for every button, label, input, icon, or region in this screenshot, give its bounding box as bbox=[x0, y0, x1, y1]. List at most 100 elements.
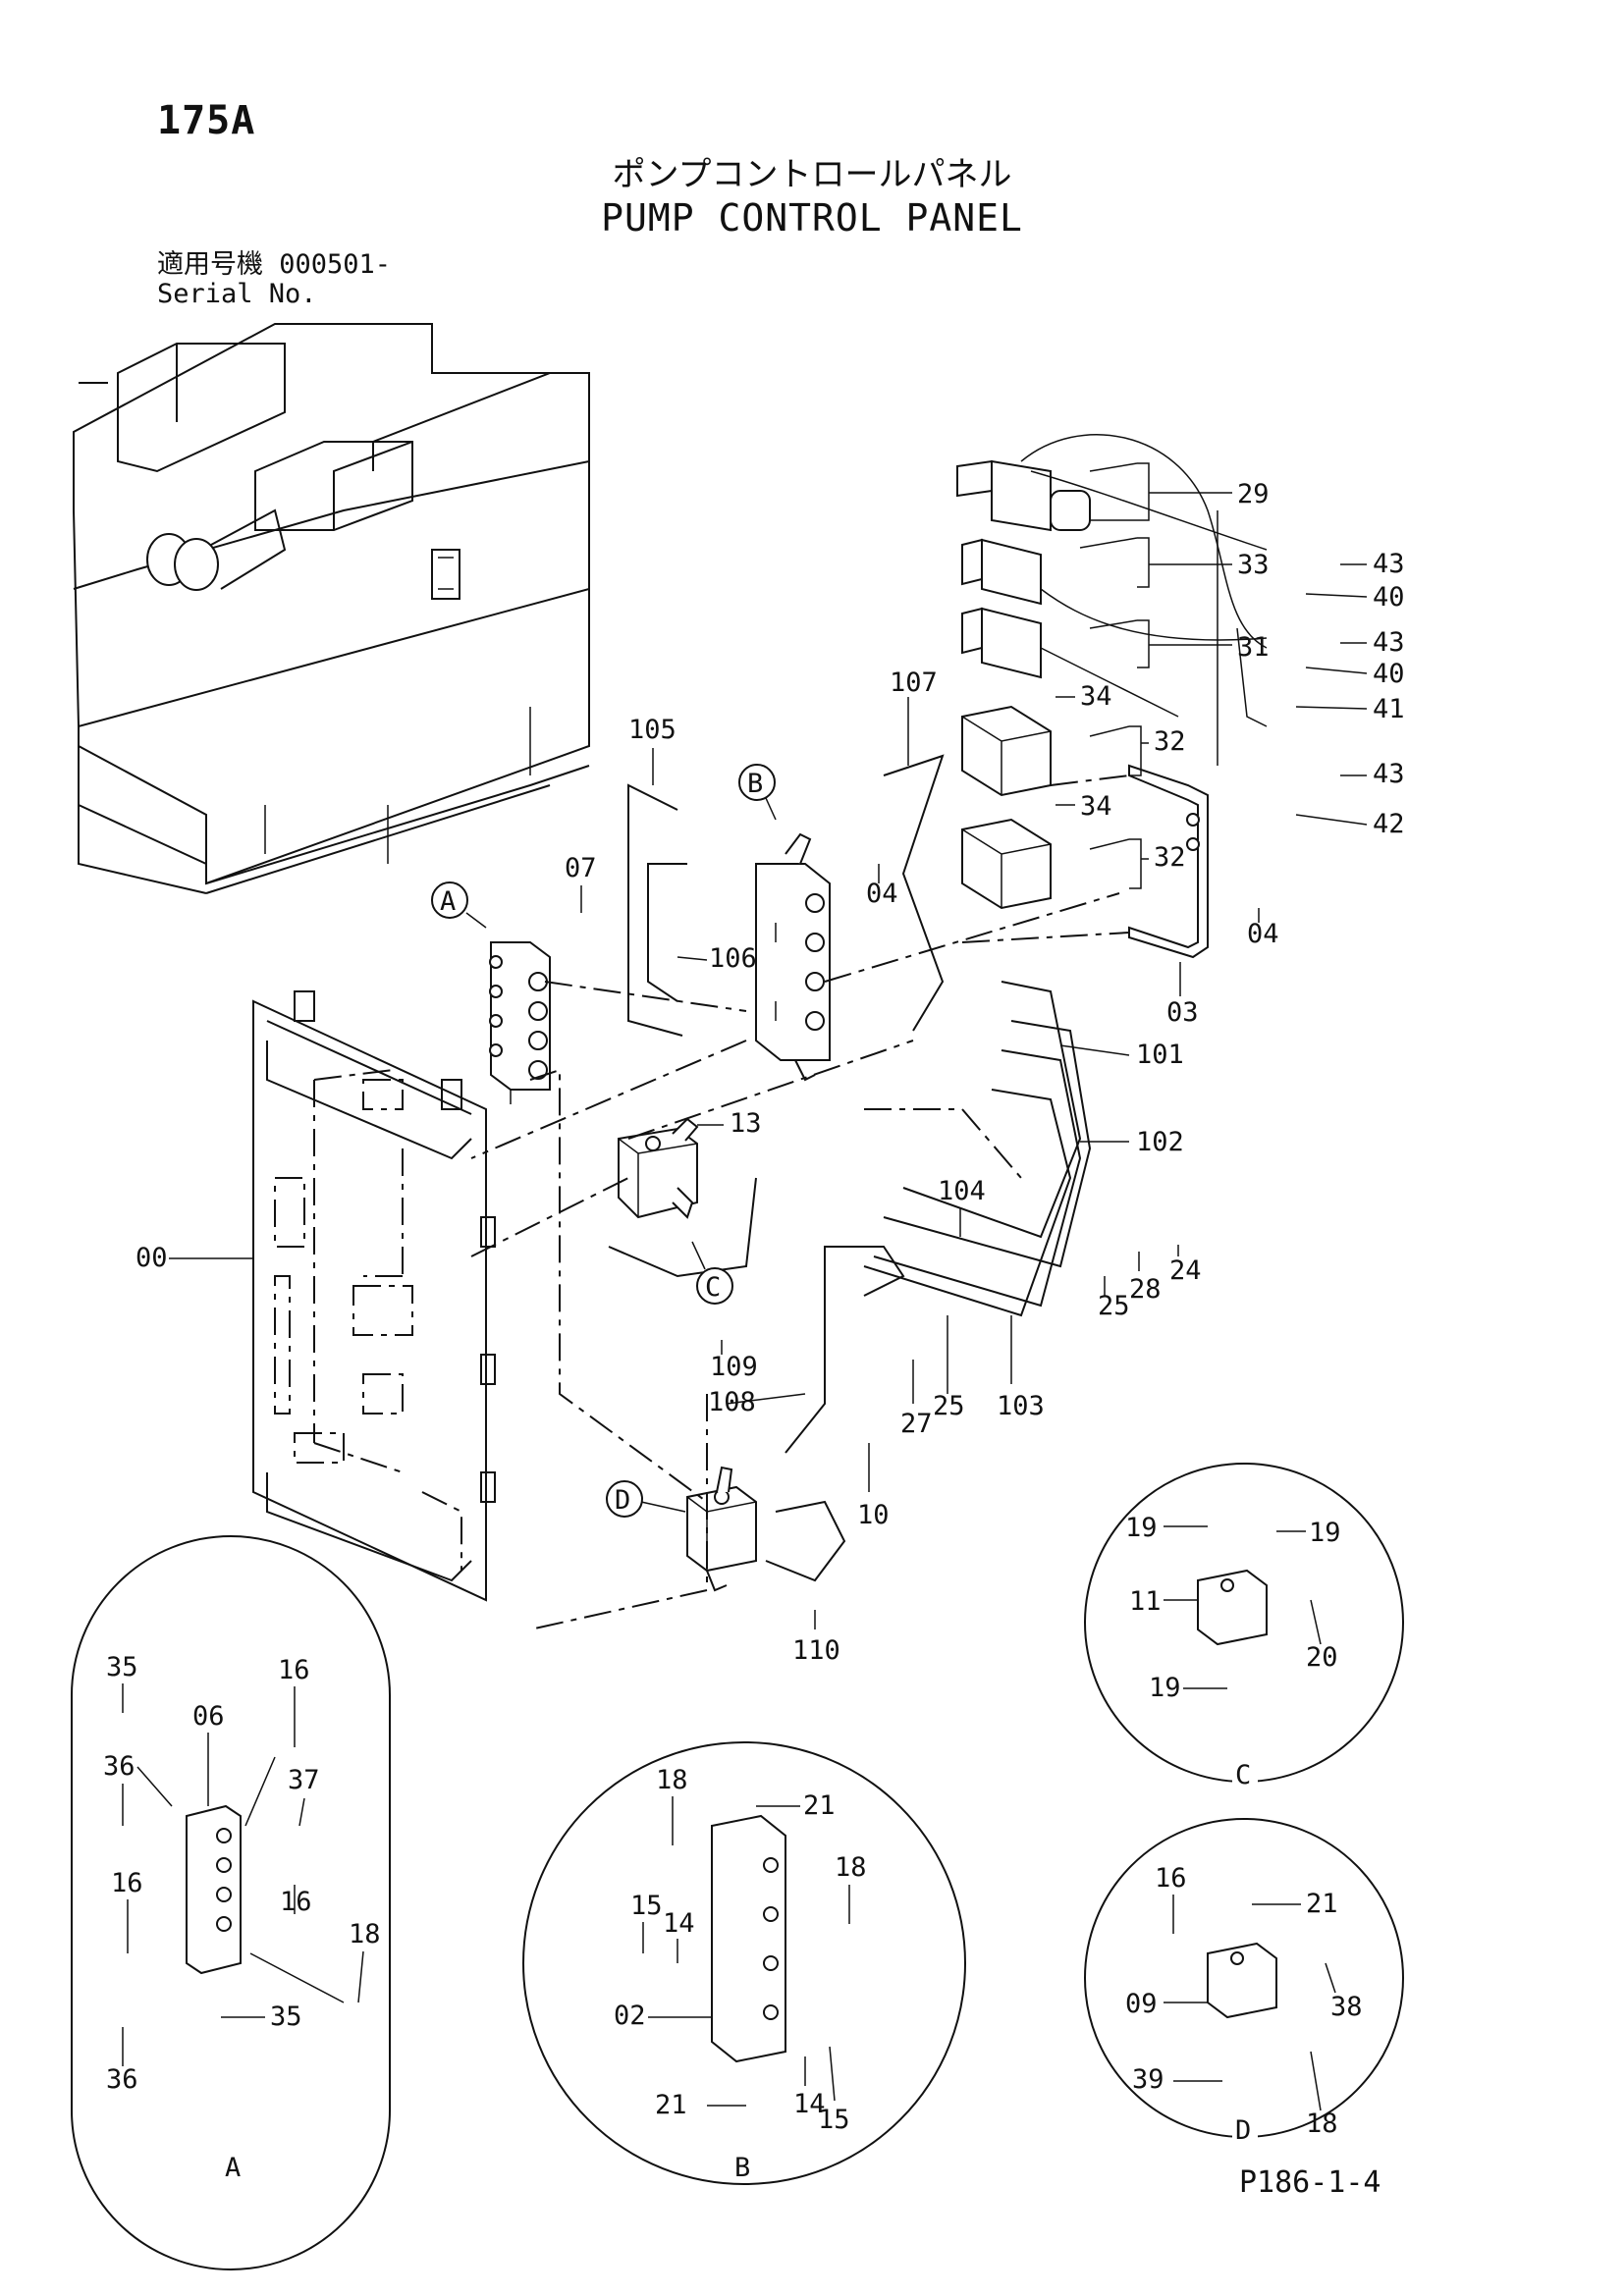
callout-04b: 04 bbox=[1247, 919, 1279, 949]
page-number: 175A bbox=[157, 98, 256, 143]
bracket-03 bbox=[1128, 764, 1209, 959]
callout-106: 106 bbox=[709, 943, 757, 974]
detail-c-view: C 19 19 11 20 19 bbox=[1084, 1463, 1404, 1790]
detail-c-letter: C bbox=[1235, 1760, 1251, 1790]
detail-d-view: D 16 21 38 09 39 18 bbox=[1084, 1818, 1404, 2146]
detail-b-02: 02 bbox=[614, 2001, 646, 2031]
detail-a-letter: A bbox=[225, 2153, 241, 2183]
detail-a-37: 37 bbox=[288, 1765, 320, 1795]
callout-27: 27 bbox=[900, 1409, 933, 1439]
callout-34b: 34 bbox=[1080, 791, 1112, 822]
detail-b-15a: 15 bbox=[630, 1891, 663, 1921]
callout-40b: 40 bbox=[1373, 659, 1405, 689]
detail-d-18: 18 bbox=[1306, 2109, 1338, 2139]
detail-a-16a: 16 bbox=[278, 1655, 310, 1685]
marker-b: B bbox=[747, 769, 763, 799]
callout-42: 42 bbox=[1373, 809, 1405, 839]
callout-00: 00 bbox=[135, 1243, 168, 1273]
alignment-lines bbox=[470, 774, 1130, 1630]
detail-b-15b: 15 bbox=[818, 2105, 850, 2135]
solenoid-valve-31 bbox=[961, 607, 1042, 679]
callout-107: 107 bbox=[890, 667, 938, 698]
callout-102: 102 bbox=[1136, 1127, 1184, 1157]
callout-13: 13 bbox=[730, 1108, 762, 1139]
detail-b-14a: 14 bbox=[663, 1908, 695, 1939]
machine-body-illustration bbox=[73, 323, 590, 894]
serial-block: 適用号機 000501- Serial No. bbox=[157, 250, 391, 309]
callout-108: 108 bbox=[708, 1387, 756, 1417]
marker-a: A bbox=[440, 886, 456, 917]
callout-40a: 40 bbox=[1373, 582, 1405, 613]
callout-25b: 25 bbox=[933, 1391, 965, 1421]
callout-04a: 04 bbox=[866, 879, 898, 909]
detail-d-39: 39 bbox=[1132, 2064, 1164, 2095]
control-panel-plate bbox=[252, 990, 496, 1602]
callout-103: 103 bbox=[997, 1391, 1045, 1421]
detail-b-18b: 18 bbox=[835, 1852, 867, 1883]
solenoid-valve-29 bbox=[956, 459, 1091, 532]
detail-a-16b: 16 bbox=[111, 1868, 143, 1898]
detail-c-19c: 19 bbox=[1149, 1673, 1181, 1703]
callout-43a: 43 bbox=[1373, 549, 1405, 579]
callout-104: 104 bbox=[938, 1176, 986, 1206]
serial-line-1: 適用号機 000501- bbox=[157, 250, 391, 280]
callout-43b: 43 bbox=[1373, 627, 1405, 658]
manifold-block-06 bbox=[489, 941, 551, 1104]
detail-b-view: B 18 21 18 15 14 02 21 14 15 bbox=[522, 1741, 966, 2185]
callout-25a: 25 bbox=[1098, 1291, 1130, 1321]
main-callout-labels: 29 33 31 34 32 34 32 43 40 43 40 41 43 4… bbox=[135, 462, 1405, 1666]
detail-b-21b: 21 bbox=[655, 2090, 687, 2120]
callout-28: 28 bbox=[1129, 1274, 1162, 1305]
callout-41: 41 bbox=[1373, 694, 1405, 724]
detail-a-35a: 35 bbox=[106, 1652, 138, 1682]
detail-a-18: 18 bbox=[349, 1919, 381, 1949]
drawing-reference: P186-1-4 bbox=[1239, 2165, 1381, 2200]
title-english: PUMP CONTROL PANEL bbox=[601, 196, 1023, 240]
detail-d-16: 16 bbox=[1155, 1863, 1187, 1894]
manifold-block-02 bbox=[755, 832, 831, 1082]
callout-101: 101 bbox=[1136, 1040, 1184, 1070]
serial-value: 000501- bbox=[279, 249, 392, 280]
detail-b-letter: B bbox=[734, 2153, 750, 2183]
detail-b-21a: 21 bbox=[803, 1790, 836, 1821]
callout-110: 110 bbox=[792, 1635, 840, 1666]
callout-43c: 43 bbox=[1373, 759, 1405, 789]
detail-b-18a: 18 bbox=[656, 1765, 688, 1795]
marker-d: D bbox=[615, 1485, 630, 1516]
detail-b-14b: 14 bbox=[793, 2089, 826, 2119]
callout-105: 105 bbox=[628, 715, 677, 745]
callout-03: 03 bbox=[1166, 997, 1199, 1028]
detail-a-view: A 35 16 06 36 37 16 16 18 35 36 bbox=[71, 1535, 391, 2270]
callout-33: 33 bbox=[1237, 550, 1270, 580]
callout-34a: 34 bbox=[1080, 681, 1112, 712]
detail-a-36b: 36 bbox=[106, 2064, 138, 2095]
valve-block-11 bbox=[618, 1117, 699, 1219]
callout-07: 07 bbox=[565, 853, 597, 883]
marker-c: C bbox=[705, 1272, 721, 1303]
detail-a-06: 06 bbox=[192, 1701, 225, 1732]
detail-markers: A B C D bbox=[431, 764, 777, 1518]
detail-d-38: 38 bbox=[1330, 1992, 1363, 2022]
callout-10: 10 bbox=[857, 1500, 890, 1530]
solenoid-valve-32-upper bbox=[961, 705, 1052, 797]
solenoid-valve-33 bbox=[961, 538, 1042, 606]
callout-32b: 32 bbox=[1154, 842, 1186, 873]
valve-block-09 bbox=[686, 1466, 757, 1592]
callout-32a: 32 bbox=[1154, 726, 1186, 757]
detail-a-35b: 35 bbox=[270, 2002, 302, 2032]
detail-d-09: 09 bbox=[1125, 1989, 1158, 2019]
callout-109: 109 bbox=[710, 1352, 758, 1382]
serial-label-en: Serial No. bbox=[157, 279, 317, 309]
detail-d-letter: D bbox=[1235, 2115, 1251, 2146]
callout-29: 29 bbox=[1237, 479, 1270, 509]
callout-24: 24 bbox=[1169, 1255, 1202, 1286]
serial-label-jp: 適用号機 bbox=[157, 249, 263, 280]
detail-a-16c: 16 bbox=[280, 1887, 312, 1917]
detail-d-21: 21 bbox=[1306, 1889, 1338, 1919]
title-japanese: ポンプコントロールパネル bbox=[612, 155, 1012, 194]
solenoid-valve-32-lower bbox=[961, 818, 1052, 910]
wiring-harness bbox=[1020, 434, 1268, 766]
detail-c-20: 20 bbox=[1306, 1642, 1338, 1673]
